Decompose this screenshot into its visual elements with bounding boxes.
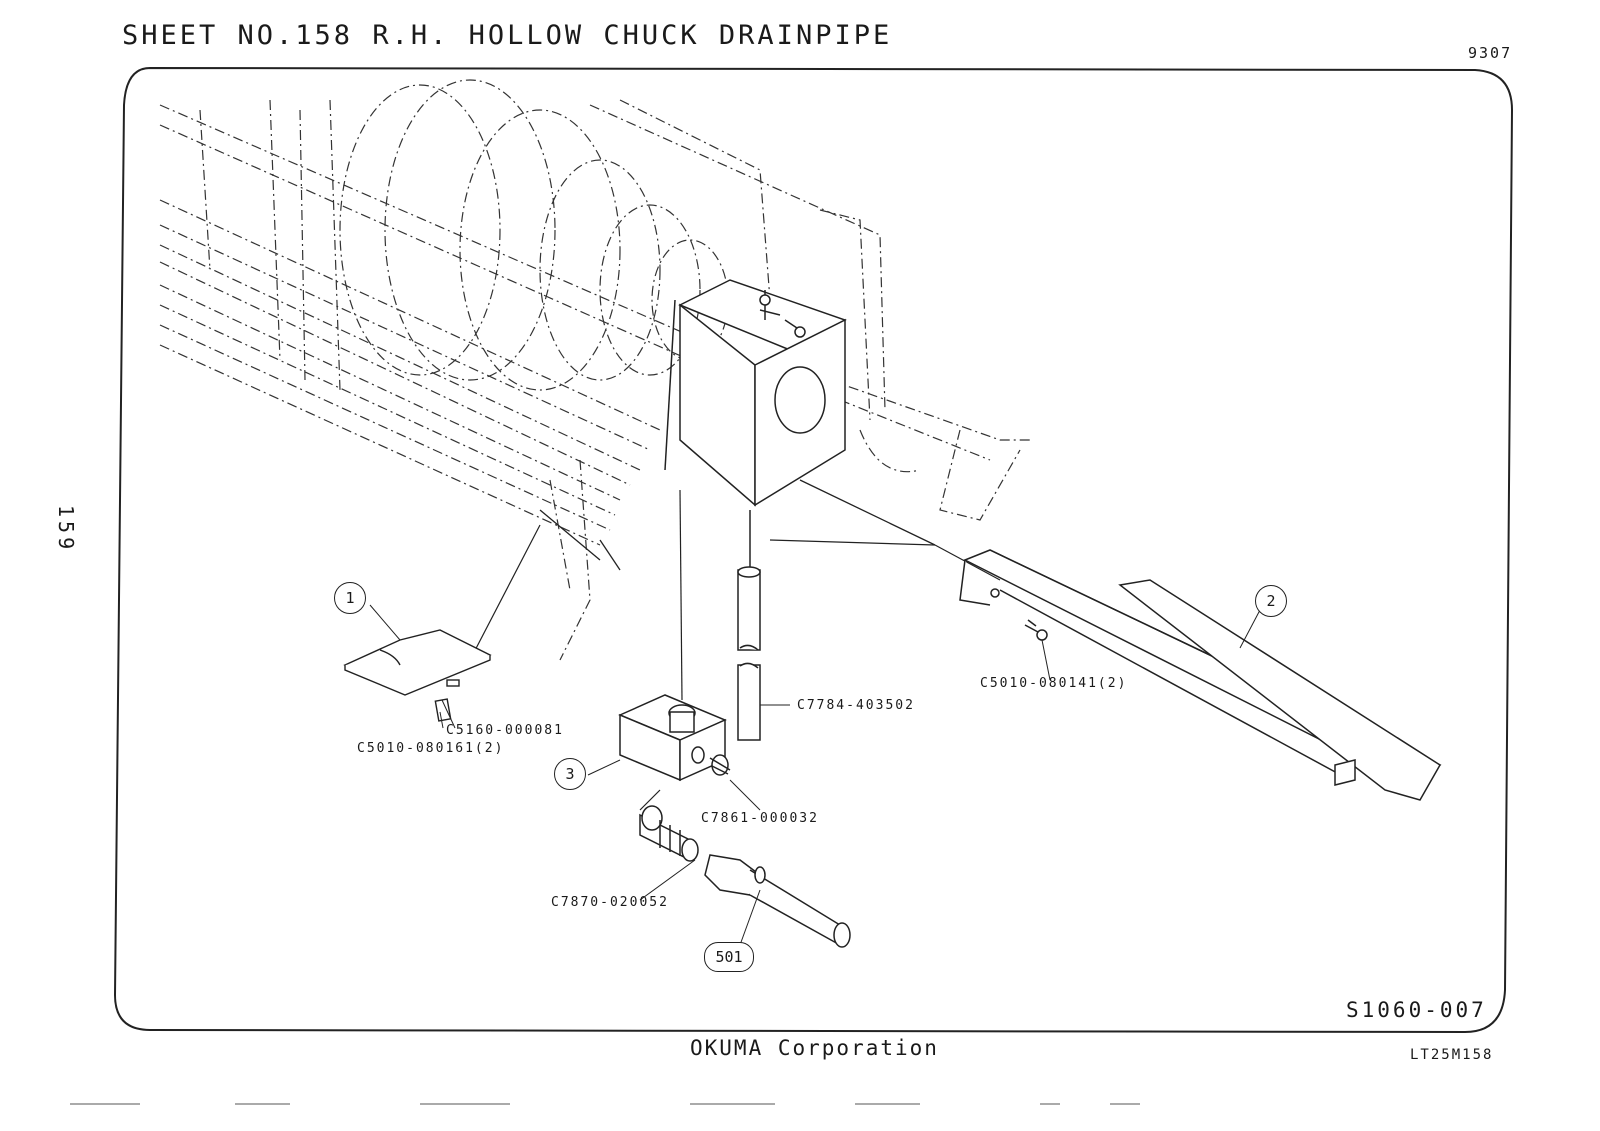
callout-item-501: 501 bbox=[704, 942, 754, 972]
tee-block-item-3 bbox=[618, 694, 731, 782]
part-label-c5010-080161: C5010-080161(2) bbox=[357, 741, 505, 756]
part-label-c7784-403502: C7784-403502 bbox=[797, 698, 915, 713]
drawing-border bbox=[113, 66, 1514, 1034]
part-label-c5160-000081: C5160-000081 bbox=[446, 723, 564, 738]
drain-housing-block bbox=[664, 279, 847, 507]
company-name: OKUMA Corporation bbox=[690, 1036, 939, 1060]
part-label-c7861-000032: C7861-000032 bbox=[701, 811, 819, 826]
callout-item-2: 2 bbox=[1255, 585, 1287, 617]
assembly-leader-lines bbox=[469, 489, 1001, 811]
callout-item-3: 3 bbox=[554, 758, 586, 790]
sheet-code: 9307 bbox=[1468, 44, 1513, 62]
plate-item-1 bbox=[343, 629, 492, 722]
part-label-c5010-080141: C5010-080141(2) bbox=[980, 676, 1128, 691]
callout-leaders bbox=[369, 604, 1261, 946]
side-page-number: 159 bbox=[54, 505, 78, 554]
callout-item-1: 1 bbox=[334, 582, 366, 614]
drawing-number: S1060-007 bbox=[1346, 998, 1487, 1022]
sheet-title: SHEET NO.158 R.H. HOLLOW CHUCK DRAINPIPE bbox=[122, 20, 893, 51]
catalog-code: LT25M158 bbox=[1410, 1047, 1494, 1063]
hose-fitting-assembly bbox=[639, 805, 851, 948]
drain-pipe-nipple bbox=[737, 510, 761, 741]
machine-body-phantom-lines bbox=[159, 79, 1030, 661]
cover-item-2 bbox=[959, 549, 1442, 801]
machine-body-solid-lines bbox=[539, 479, 936, 571]
part-label-c7870-020052: C7870-020052 bbox=[551, 895, 669, 910]
